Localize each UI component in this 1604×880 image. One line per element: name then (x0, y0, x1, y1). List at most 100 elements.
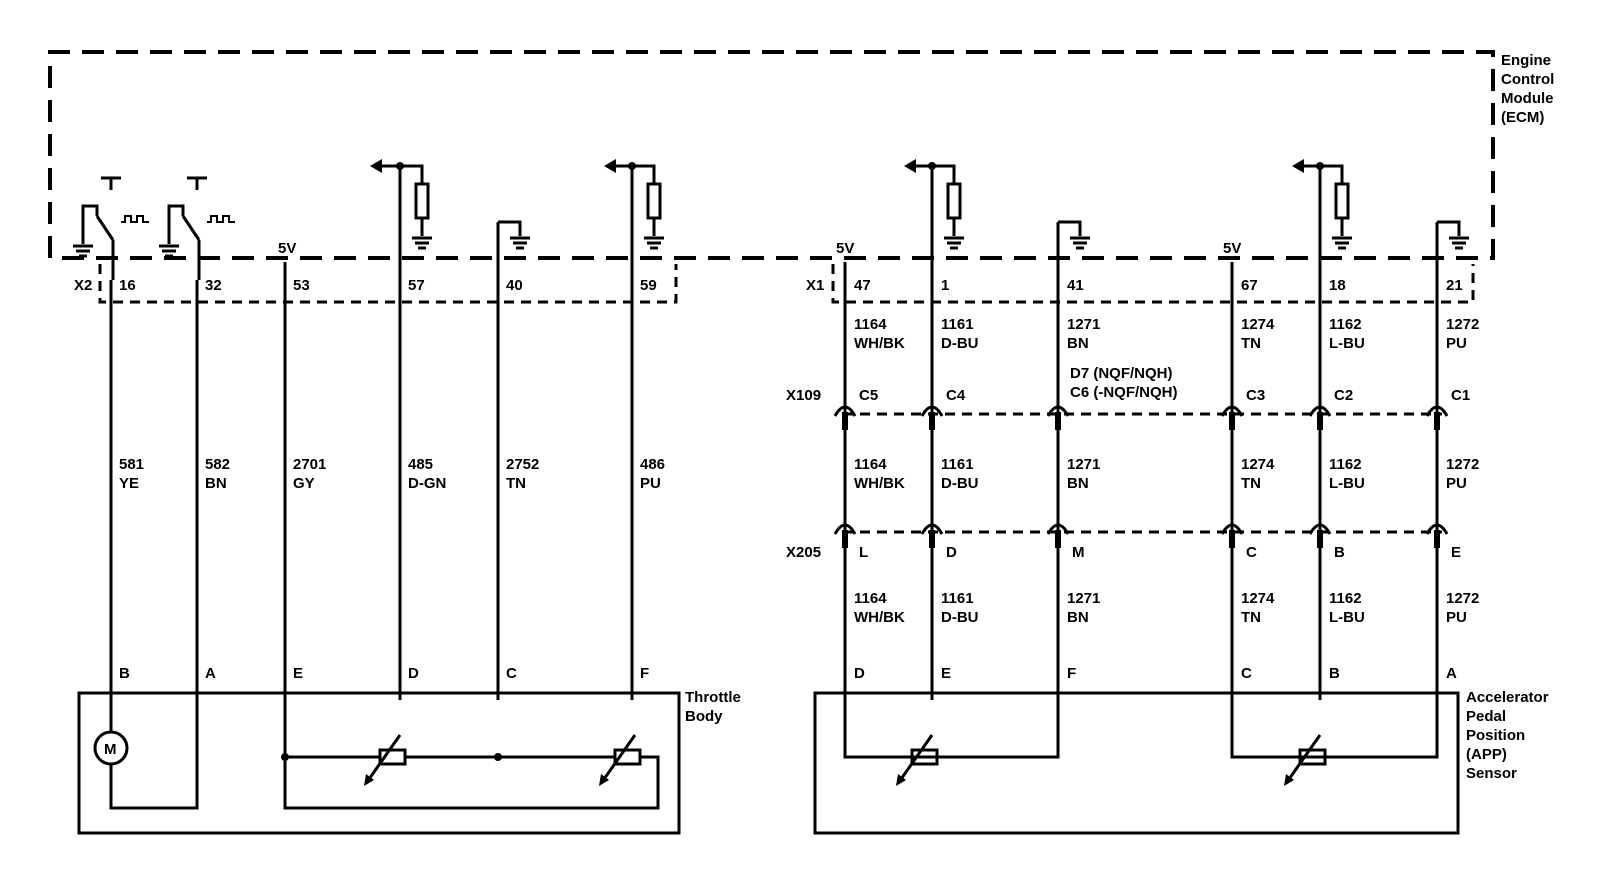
x1-circuit-21-wire-color-1: PU (1446, 335, 1467, 352)
x2-circuit-40-wire-color: TN (506, 475, 526, 492)
x1-pin18-pullup-resistor-lead (1320, 164, 1344, 184)
throttle-body-label-line-1: Throttle (685, 689, 741, 706)
x1-connector-outline (831, 264, 1475, 304)
x2-pin59-pullup-resistor-lead (632, 164, 656, 184)
x1-circuit-67-x205-arc (1220, 523, 1244, 535)
x1-circuit-67-circuit-number-1: 1274 (1241, 316, 1275, 333)
x1-circuit-18-circuit-number-1: 1162 (1329, 316, 1362, 333)
throttle-position-sensor-2-wiper-arrow (599, 774, 609, 786)
x2-circuit-40-component-pin: C (506, 665, 517, 682)
tps-splice-2 (494, 753, 502, 761)
x2-circuit-57-component-pin: D (408, 665, 419, 682)
x1-circuit-41-x109-arc (1046, 405, 1070, 417)
tps-reference-bus (283, 600, 660, 810)
x2-connector-outline (98, 264, 678, 304)
throttle-position-sensor-1-wiper (365, 734, 402, 783)
x1-circuit-1-pin-label: 1 (941, 277, 949, 294)
x1-circuit-1-x109-pin: C4 (946, 387, 966, 404)
x2-pin59-pullup-arrow-head (604, 159, 616, 173)
app-sensor-2-wiper (1285, 734, 1322, 783)
x1-circuit-67-x109-pin: C3 (1246, 387, 1265, 404)
x1-circuit-41-wire-color-1: BN (1067, 335, 1089, 352)
x1-circuit-1-x109-arc (920, 405, 944, 417)
x2-pin57-pullup-resistor (414, 182, 430, 220)
x2-circuit-16-circuit-number: 581 (119, 456, 144, 473)
x2-driver-1-switch (95, 215, 115, 241)
x1-circuit-41-circuit-number-1: 1271 (1067, 316, 1100, 333)
x1-circuit-41-wire-color-3: BN (1067, 609, 1089, 626)
x2-circuit-32-circuit-number: 582 (205, 456, 230, 473)
x1-circuit-67-component-pin: C (1241, 665, 1252, 682)
x2-circuit-32-component-pin: A (205, 665, 216, 682)
x1-circuit-1-wire-color-3: D-BU (941, 609, 979, 626)
x2-pin59-pullup-resistor (646, 182, 662, 220)
x2-circuit-40-circuit-number: 2752 (506, 456, 539, 473)
x1-circuit-47-circuit-number-2: 1164 (854, 456, 887, 473)
x2-circuit-59-circuit-number: 486 (640, 456, 665, 473)
x1-circuit-47-component-pin: D (854, 665, 865, 682)
x2-driver-1-gnd-lead (81, 204, 99, 244)
x1-circuit-47-circuit-number-3: 1164 (854, 590, 887, 607)
x1-circuit-41-component-pin: F (1067, 665, 1076, 682)
x1-pin1-pullup-resistor-lead (932, 164, 956, 184)
x1-circuit-18-x109-pin (1317, 412, 1323, 430)
x1-circuit-1-circuit-number-1: 1161 (941, 316, 974, 333)
x1-circuit-21-circuit-number-3: 1272 (1446, 590, 1479, 607)
x1-circuit-1-x205-arc (920, 523, 944, 535)
x1-circuit-21-wire-color-3: PU (1446, 609, 1467, 626)
x1-circuit-21-x205-pin (1434, 530, 1440, 548)
diagram-circuits-layer: 5V16581YEB32582BNA532701GYE57485D-GND402… (73, 159, 1479, 786)
x2-driver-2-switch (181, 215, 201, 241)
x1-circuit-21-pin-label: 21 (1446, 277, 1463, 294)
x1-circuit-47-wire-color-2: WH/BK (854, 475, 905, 492)
x2-circuit-32-pin-label: 32 (205, 277, 222, 294)
x1-circuit-18-circuit-number-2: 1162 (1329, 456, 1362, 473)
x1-circuit-67-wire-color-3: TN (1241, 609, 1261, 626)
x1-circuit-41-x205-arc (1046, 523, 1070, 535)
x1-supply-label-2: 5V (1223, 240, 1241, 257)
x1-circuit-21-component-pin: A (1446, 665, 1457, 682)
ecm-label-line-4: (ECM) (1501, 109, 1544, 126)
x1-circuit-21-circuit-number-1: 1272 (1446, 316, 1479, 333)
x1-circuit-21-x109-pin (1434, 412, 1440, 430)
x1-circuit-1-circuit-number-3: 1161 (941, 590, 974, 607)
x2-pin40-ground-lead (498, 220, 522, 236)
x1-circuit-47-pin-label: 47 (854, 277, 871, 294)
x1-circuit-18-x109-arc (1308, 405, 1332, 417)
throttle-position-sensor-1-element (378, 748, 407, 766)
x109-variant-line-1: D7 (NQF/NQH) (1070, 365, 1173, 382)
app-sensor-label-line-3: Position (1466, 727, 1525, 744)
x2-pin57-pullup-resistor-lead (400, 164, 424, 184)
ecm-label-line-3: Module (1501, 90, 1554, 107)
x1-circuit-18-x109-pin: C2 (1334, 387, 1353, 404)
x1-circuit-67-x109-arc (1220, 405, 1244, 417)
x1-circuit-18-x205-pin: B (1334, 544, 1345, 561)
motor-label: M (104, 741, 117, 758)
x1-circuit-47-x109-pin: C5 (859, 387, 878, 404)
throttle-position-sensor-2-wiper (600, 734, 637, 783)
x1-circuit-41-wire-color-2: BN (1067, 475, 1089, 492)
x2-circuit-32-wire-color: BN (205, 475, 227, 492)
x1-circuit-41-x205-pin: M (1072, 544, 1085, 561)
x1-circuit-1-wire-color-2: D-BU (941, 475, 979, 492)
x1-pin1-pullup-arrow-head (904, 159, 916, 173)
x2-supply-label: 5V (278, 240, 296, 257)
x2-circuit-53-circuit-number: 2701 (293, 456, 326, 473)
x2-driver-2-pwm-icon (207, 215, 235, 223)
x1-circuit-67-x205-pin: C (1246, 544, 1257, 561)
x109-label: X109 (786, 387, 821, 404)
x1-circuit-18-wire-color-1: L-BU (1329, 335, 1365, 352)
x1-circuit-47-wire-color-1: WH/BK (854, 335, 905, 352)
x2-circuit-53-pin-label: 53 (293, 277, 310, 294)
x2-circuit-16-pin-label: 16 (119, 277, 136, 294)
x1-pin41-ground-lead (1058, 220, 1082, 236)
x1-circuit-47-x109-pin (842, 412, 848, 430)
throttle-position-sensor-2-element (613, 748, 642, 766)
x1-circuit-18-wire-color-3: L-BU (1329, 609, 1365, 626)
x1-circuit-67-circuit-number-2: 1274 (1241, 456, 1275, 473)
x205-label: X205 (786, 544, 821, 561)
x1-pin21-ground-lead (1437, 220, 1461, 236)
motor-wire-loop (109, 610, 199, 810)
x109-variant-line-2: C6 (-NQF/NQH) (1070, 384, 1178, 401)
x1-circuit-41-circuit-number-3: 1271 (1067, 590, 1100, 607)
